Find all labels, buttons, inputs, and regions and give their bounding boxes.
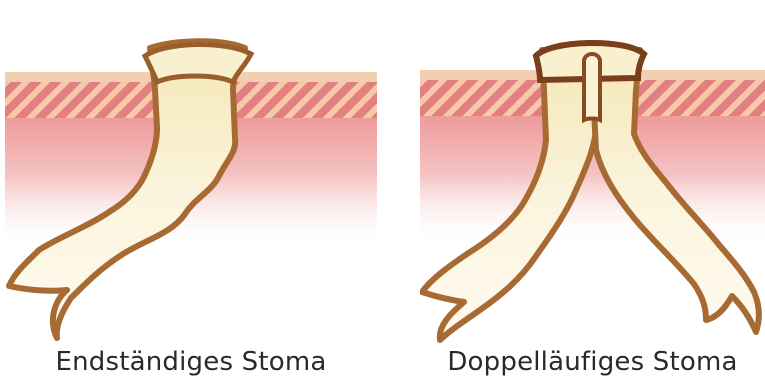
stoma-mouth [145, 44, 251, 82]
end-stoma-panel: Endständiges Stoma [5, 0, 377, 383]
loop-stoma-illustration [420, 0, 765, 345]
end-stoma-label: Endständiges Stoma [5, 347, 377, 377]
loop-stoma-panel: Doppelläufiges Stoma [420, 0, 765, 383]
loop-stoma-label: Doppelläufiges Stoma [420, 347, 765, 377]
end-stoma-illustration [5, 0, 377, 345]
septum [584, 54, 600, 120]
